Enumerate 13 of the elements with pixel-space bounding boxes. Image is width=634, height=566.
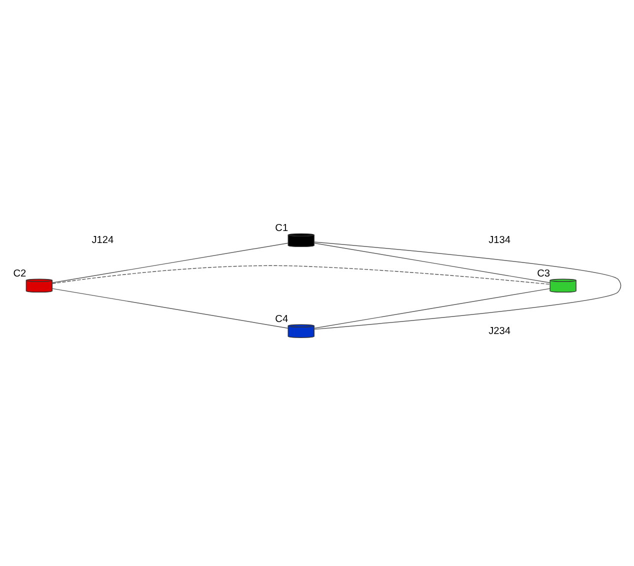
connector (52, 288, 288, 328)
connector (314, 241, 622, 330)
connector (314, 242, 550, 283)
connector (314, 288, 550, 328)
label: J234 (488, 325, 511, 336)
node-label: C2 (13, 268, 26, 279)
node-label: C3 (537, 268, 550, 279)
node-label: C1 (275, 222, 288, 234)
connector (52, 264, 550, 284)
label: J134 (488, 234, 511, 246)
node-label: C4 (275, 313, 288, 324)
label: J124 (92, 234, 114, 246)
connector (52, 242, 288, 283)
